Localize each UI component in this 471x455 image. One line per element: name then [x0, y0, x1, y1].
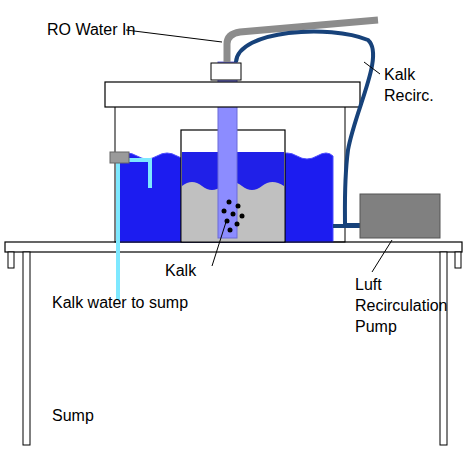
callout-label: Kalk [165, 260, 225, 281]
lid-cap [211, 63, 241, 80]
sump-leg [440, 252, 447, 445]
leader-line [126, 30, 222, 42]
recirc-pump [360, 194, 440, 238]
recirc-hose [236, 31, 373, 225]
leader-line [212, 222, 226, 266]
outlet-tube [128, 160, 150, 188]
recirc-hose [333, 224, 362, 228]
callout-label: Sump [52, 405, 132, 426]
kalk-particles [222, 200, 245, 233]
sump-lip [8, 252, 14, 268]
sump-lip [455, 252, 461, 268]
ro-hose [227, 20, 378, 62]
sump-top [5, 242, 462, 252]
callout-label: Kalk water to sump [52, 292, 252, 313]
callout-label: Kalk Recirc. [384, 64, 446, 106]
leader-line [364, 62, 380, 74]
outlet-tube [116, 163, 120, 300]
callout-label: Luft Recirculation Pump [355, 274, 459, 337]
callout-label: RO Water In [47, 19, 167, 40]
sump-leg [23, 252, 30, 445]
elbow-fitting [110, 152, 129, 163]
reactor-lid [105, 82, 360, 107]
leader-line [372, 240, 392, 272]
